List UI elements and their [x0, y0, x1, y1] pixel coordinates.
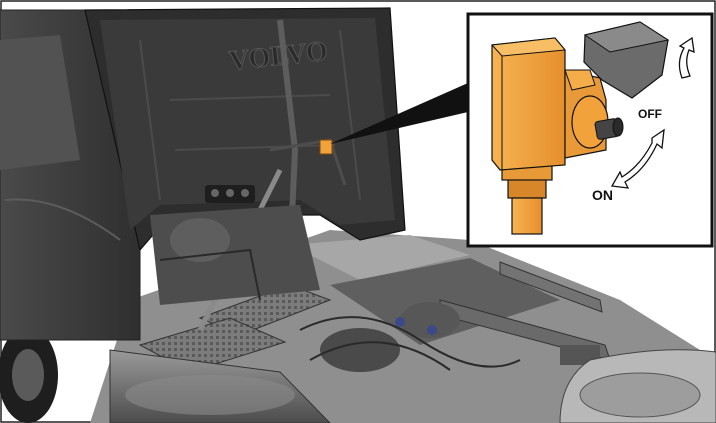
cab-back-wall: VOLVO [84, 7, 406, 261]
chassis [0, 230, 716, 423]
inset-detail: OFF ON [466, 12, 714, 248]
on-label: ON [592, 187, 613, 203]
lift-arrow-icon [678, 36, 695, 79]
switch-location [319, 139, 333, 155]
main-switch [490, 21, 670, 235]
rotate-arrow-icon [610, 128, 665, 189]
callout-leader [330, 83, 468, 144]
engine-bay [150, 205, 320, 305]
off-label: OFF [638, 107, 662, 121]
